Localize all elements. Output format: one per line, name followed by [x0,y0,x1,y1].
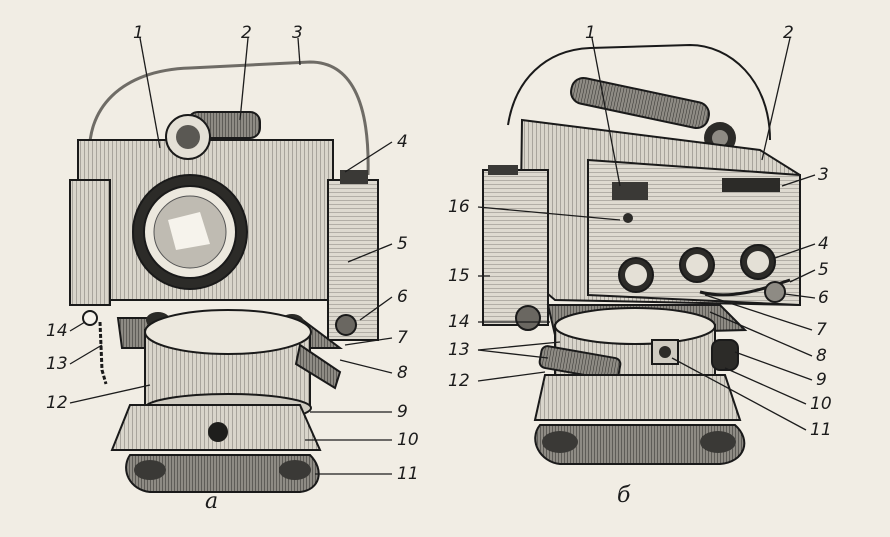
label-a-2: 2 [241,23,252,43]
carry-handle-b [507,43,771,141]
label-a-7: 7 [397,328,408,348]
label-a-11: 11 [397,464,419,484]
label-b-13: 13 [448,340,470,360]
base-plate-b [534,424,746,465]
label-a-1: 1 [133,23,144,43]
label-a-8: 8 [397,363,408,383]
label-a-6: 6 [397,287,408,307]
label-b-14: 14 [448,312,470,332]
label-a-14: 14 [46,321,68,341]
panel-a [69,60,379,493]
caption-b: б [617,483,631,508]
panel-a-labels: 1 2 3 4 5 6 7 8 9 10 11 12 13 14 а [46,23,419,514]
panel-b-labels: 1 2 3 4 5 6 7 8 9 10 11 12 13 14 15 16 б [448,23,832,508]
tribrach-b [533,374,742,421]
level-vial-b [538,345,622,381]
label-b-7: 7 [816,320,827,340]
base-plate-a [125,454,320,493]
label-b-10: 10 [810,394,832,414]
caption-a: а [205,489,218,514]
label-a-5: 5 [397,234,408,254]
label-b-6: 6 [818,288,829,308]
label-b-9: 9 [816,370,827,390]
label-b-8: 8 [816,346,827,366]
label-b-1: 1 [585,23,596,43]
panel-b [482,43,801,465]
label-a-3: 3 [292,23,303,43]
label-a-9: 9 [397,402,408,422]
side-box-b [482,169,549,326]
label-b-4: 4 [818,234,829,254]
label-b-2: 2 [783,23,794,43]
sight-tube-b [570,76,710,130]
label-b-3: 3 [818,165,829,185]
label-a-13: 13 [46,354,68,374]
label-a-12: 12 [46,393,68,413]
label-b-12: 12 [448,371,470,391]
label-b-5: 5 [818,260,829,280]
label-b-16: 16 [448,197,470,217]
label-b-11: 11 [810,420,832,440]
label-b-15: 15 [448,266,470,286]
label-a-4: 4 [397,132,408,152]
label-a-10: 10 [397,430,419,450]
